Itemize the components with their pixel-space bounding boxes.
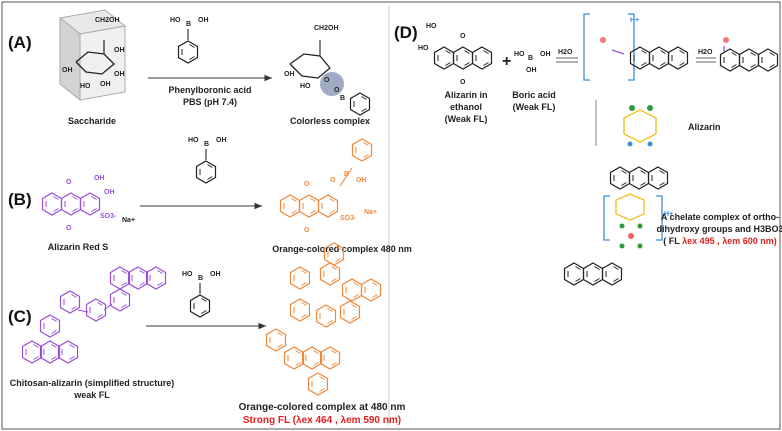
svg-text:O: O (66, 225, 72, 232)
svg-text:CH2OH: CH2OH (314, 25, 339, 32)
buffer-condition: PBS (pH 7.4) (183, 97, 237, 107)
svg-text:OH: OH (526, 67, 537, 74)
svg-text:O: O (66, 179, 72, 186)
svg-text:OH: OH (198, 17, 209, 24)
svg-text:O: O (324, 77, 330, 84)
svg-text:SO3-: SO3- (340, 215, 357, 222)
saccharide-ho: HO (80, 83, 91, 90)
panel-b: (B) O OH OH O SO3- Na+ Alizarin Red S HO… (8, 137, 412, 254)
saccharide-oh-4: OH (114, 47, 125, 54)
svg-text:Na+: Na+ (122, 217, 135, 224)
svg-text:B: B (344, 171, 349, 178)
svg-text:HO: HO (514, 51, 525, 58)
chelate-caption-1: A chelate complex of ortho- (661, 212, 779, 222)
svg-text:O: O (334, 87, 340, 94)
svg-text:O: O (460, 79, 466, 86)
svg-text:O: O (330, 177, 336, 184)
svg-text:Na+: Na+ (364, 209, 377, 216)
alizarin-ethanol-structure (433, 46, 493, 70)
boric-acid-caption-2: (Weak FL) (513, 102, 556, 112)
strong-fl-label: Strong FL (λex 464 , λem 590 nm) (243, 415, 401, 426)
svg-text:H2O: H2O (558, 49, 573, 56)
chitosan-alizarin-structure (21, 266, 167, 364)
alizarin-caption-1: Alizarin in (444, 90, 487, 100)
svg-text:OH: OH (104, 189, 115, 196)
binding-site-highlight (320, 72, 344, 96)
svg-text:HO: HO (170, 17, 181, 24)
chelate-caption-2: dihydroxy groups and H3BO3 (656, 224, 782, 234)
svg-text:HO: HO (426, 23, 437, 30)
weak-fl-label: weak FL (73, 390, 110, 400)
saccharide-ch2oh: CH2OH (95, 17, 120, 24)
svg-text:H+: H+ (630, 17, 639, 24)
final-complex-d (719, 37, 779, 72)
svg-text:B: B (186, 21, 191, 28)
saccharide-structure: CH2OH OH HO OH OH OH (58, 9, 127, 102)
orange-complex-b-caption: Orange-colored complex 480 nm (272, 244, 412, 254)
svg-text:H+: H+ (664, 211, 673, 218)
svg-text:OH: OH (540, 51, 551, 58)
svg-text:HO: HO (182, 271, 193, 278)
colorless-complex-structure: CH2OH OH HO O O B (284, 25, 371, 116)
orange-complex-c-caption: Orange-colored complex at 480 nm (239, 402, 406, 413)
svg-text:HO: HO (300, 83, 311, 90)
panel-d: (D) HO HO O O Alizarin in ethanol (Weak … (394, 13, 782, 286)
alizarin-caption-2: ethanol (450, 102, 482, 112)
phenylboronic-acid-c: HO B OH (182, 271, 221, 318)
alizarin-fragment (623, 105, 657, 147)
intermediate-complex: H+ (583, 13, 689, 81)
boric-acid-structure: HO B OH OH (514, 51, 551, 74)
alizarin-red-s-caption: Alizarin Red S (48, 242, 109, 252)
svg-text:B: B (528, 55, 533, 62)
panel-b-letter: (B) (8, 190, 32, 209)
panel-d-letter: (D) (394, 23, 418, 42)
saccharide-oh-3: OH (114, 71, 125, 78)
svg-text:OH: OH (210, 271, 221, 278)
phenylboronic-acid-b: HO B OH (188, 137, 227, 184)
chelate-complex-structure: H+ (563, 166, 673, 286)
svg-text:O: O (304, 227, 310, 234)
reagent-name: Phenylboronic acid (168, 85, 251, 95)
svg-text:OH: OH (94, 175, 105, 182)
svg-text:B: B (198, 275, 203, 282)
svg-text:HO: HO (188, 137, 199, 144)
saccharide-oh-2: OH (100, 81, 111, 88)
orange-complex-c-structure (265, 242, 382, 396)
plus-sign: + (502, 53, 511, 70)
panel-c: (C) Chitosan-alizarin (simplified struct… (8, 242, 406, 426)
svg-text:HO: HO (418, 45, 429, 52)
svg-text:OH: OH (356, 177, 367, 184)
saccharide-oh-1: OH (62, 67, 73, 74)
orange-complex-b-structure (279, 138, 373, 218)
equilibrium-arrow-2: H2O (696, 49, 716, 63)
panel-a: (A) CH2OH OH HO OH OH OH Saccharide HO B… (8, 9, 371, 126)
panel-a-letter: (A) (8, 33, 32, 52)
equilibrium-arrow-1: H2O (556, 49, 578, 63)
svg-text:B: B (204, 141, 209, 148)
colorless-complex-caption: Colorless complex (290, 116, 370, 126)
phenylboronic-acid-a: HO B OH (170, 17, 209, 64)
svg-text:H2O: H2O (698, 49, 713, 56)
boric-acid-caption-1: Boric acid (512, 90, 556, 100)
panel-c-letter: (C) (8, 307, 32, 326)
svg-text:OH: OH (216, 137, 227, 144)
svg-text:OH: OH (284, 71, 295, 78)
svg-text:O: O (304, 181, 310, 188)
alizarin-caption-3: (Weak FL) (445, 114, 488, 124)
chitosan-alizarin-caption: Chitosan-alizarin (simplified structure) (10, 378, 175, 388)
alizarin-red-s-structure (41, 192, 101, 216)
svg-text:SO3-: SO3- (100, 213, 117, 220)
chelate-fl-label: ( FL λex 495 , λem 600 nm) (663, 236, 777, 246)
saccharide-caption: Saccharide (68, 116, 116, 126)
svg-text:O: O (460, 33, 466, 40)
svg-text:B: B (340, 95, 345, 102)
alizarin-label: Alizarin (688, 122, 721, 132)
